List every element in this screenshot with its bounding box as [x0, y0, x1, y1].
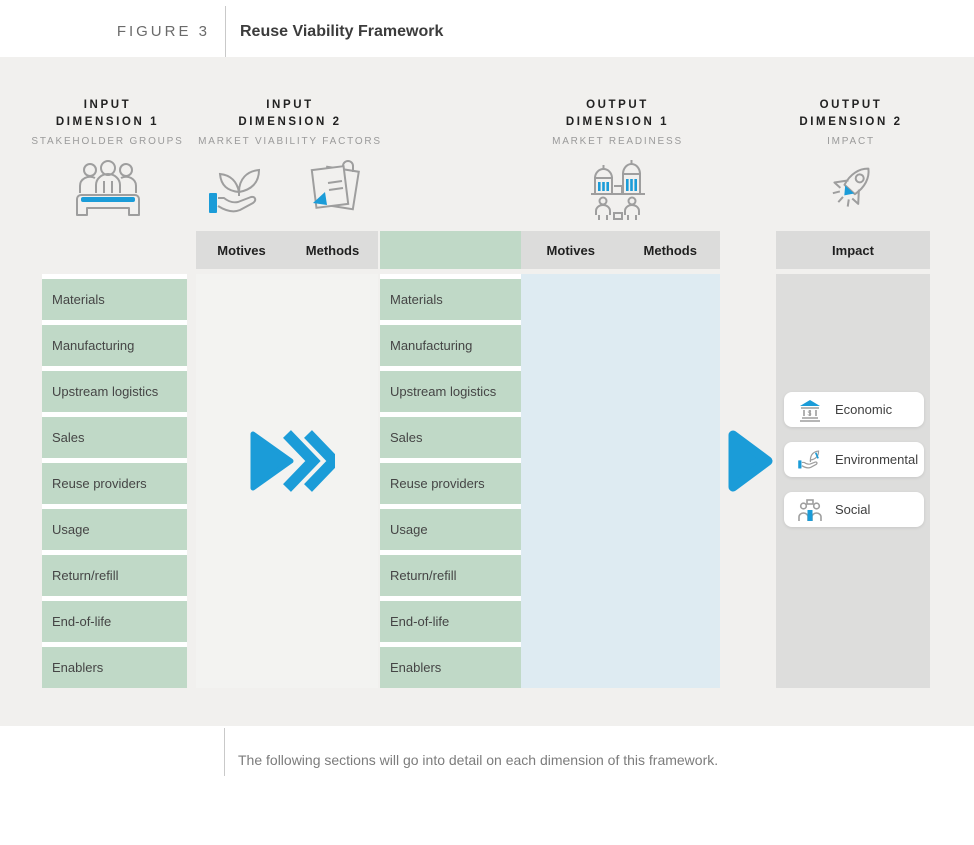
- impact-table-header: Impact: [776, 231, 930, 269]
- rocket-icon: [832, 167, 870, 207]
- list-item: Sales: [380, 417, 521, 458]
- svg-text:$: $: [808, 410, 812, 417]
- impact-table-body: [776, 274, 930, 688]
- market-buildings-icon: [591, 160, 645, 220]
- header-divider: [225, 6, 226, 57]
- list-item: Upstream logistics: [380, 371, 521, 412]
- people-table-icon: [76, 160, 140, 216]
- impact-chip-label: Social: [835, 502, 871, 517]
- list-item: Return/refill: [42, 555, 187, 596]
- list-item: Manufacturing: [380, 325, 521, 366]
- methods-column-header: Methods: [305, 242, 360, 258]
- motives-column-header: Motives: [217, 242, 266, 258]
- impact-column-header: Impact: [832, 242, 874, 258]
- market-readiness-table-header: Motives Methods: [521, 231, 720, 269]
- list-item: Return/refill: [380, 555, 521, 596]
- stakeholder-groups-list-output: Materials Manufacturing Upstream logisti…: [380, 274, 521, 688]
- column-subtitle: IMPACT: [827, 136, 875, 147]
- market-readiness-table-body: [521, 274, 720, 688]
- market-readiness-green-header-cell: [380, 231, 521, 269]
- triple-chevron-arrow-icon: [250, 430, 335, 492]
- stakeholder-groups-list: Materials Manufacturing Upstream logisti…: [42, 274, 187, 688]
- methods-column-header: Methods: [643, 242, 697, 258]
- footer-divider: [224, 728, 225, 776]
- list-item: Upstream logistics: [42, 371, 187, 412]
- list-item: Usage: [42, 509, 187, 550]
- footer-note: The following sections will go into deta…: [238, 752, 719, 768]
- impact-chip-label: Economic: [835, 402, 893, 417]
- list-item: Enablers: [380, 647, 521, 688]
- list-item: End-of-life: [380, 601, 521, 642]
- list-item: Manufacturing: [42, 325, 187, 366]
- list-item: Usage: [380, 509, 521, 550]
- market-viability-table-header: Motives Methods: [196, 231, 378, 269]
- list-item: Materials: [380, 279, 521, 320]
- impact-chip-social: Social: [784, 492, 924, 527]
- motives-column-header: Motives: [546, 242, 595, 258]
- figure-number-label: FIGURE 3: [116, 23, 210, 40]
- impact-chip-label: Environmental: [835, 452, 919, 467]
- column-subtitle: MARKET READINESS: [552, 136, 683, 147]
- bank-icon: $: [800, 399, 820, 422]
- impact-chip-environmental: Environmental: [784, 442, 924, 477]
- list-item: Enablers: [42, 647, 187, 688]
- people-podium-icon: [798, 498, 822, 521]
- hand-leaf-icon: [209, 168, 261, 213]
- documents-icon: [310, 160, 360, 211]
- list-item: Reuse providers: [380, 463, 521, 504]
- impact-chip-economic: $ Economic: [784, 392, 924, 427]
- arrow-right-icon: [728, 430, 773, 492]
- figure-title: Reuse Viability Framework: [240, 23, 444, 40]
- figure-header: FIGURE 3 Reuse Viability Framework: [0, 0, 974, 57]
- column-subtitle: STAKEHOLDER GROUPS: [31, 136, 184, 147]
- hand-leaf-icon: [798, 449, 820, 469]
- list-item: Sales: [42, 417, 187, 458]
- list-item: Reuse providers: [42, 463, 187, 504]
- list-item: Materials: [42, 279, 187, 320]
- column-subtitle: MARKET VIABILITY FACTORS: [198, 136, 382, 147]
- list-item: End-of-life: [42, 601, 187, 642]
